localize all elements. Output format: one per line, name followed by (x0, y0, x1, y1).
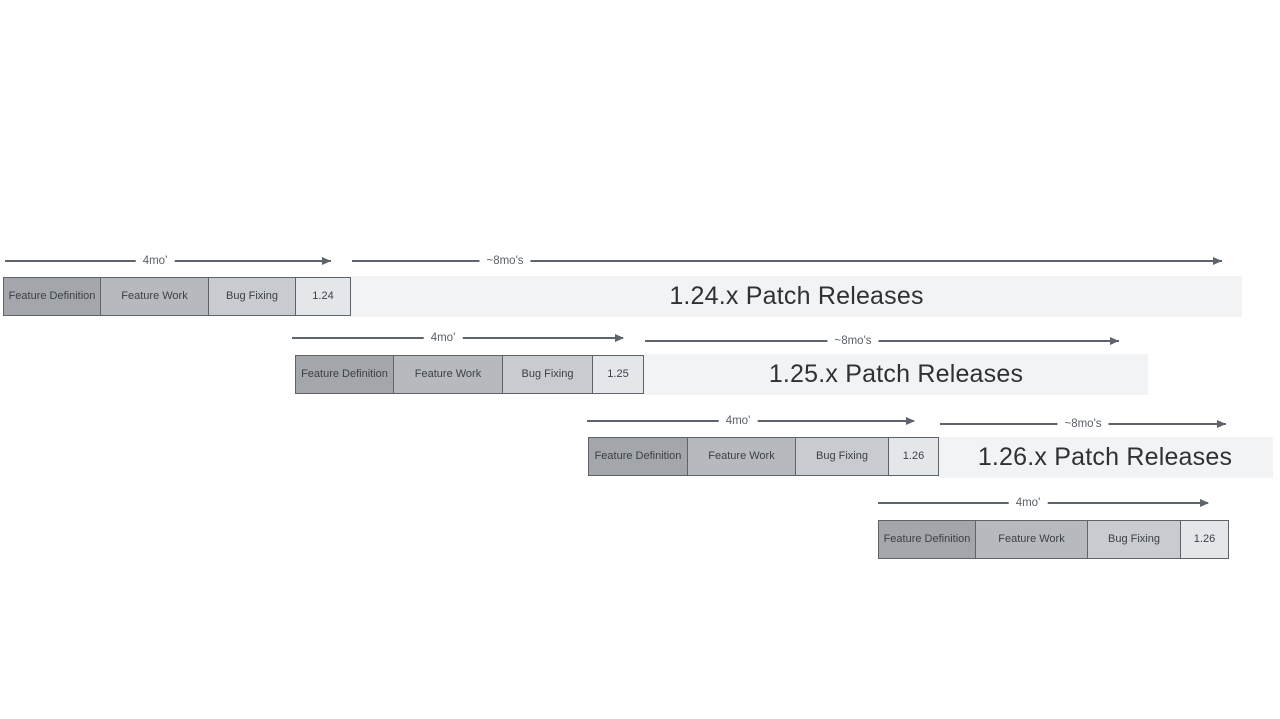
feature-definition-box: Feature Definition (3, 277, 101, 316)
patch-releases-label: 1.26.x Patch Releases (977, 443, 1233, 471)
feature-definition-box: Feature Definition (588, 437, 688, 476)
feature-work-box: Feature Work (393, 355, 503, 394)
patch-releases-band: 1.26.x Patch Releases (937, 437, 1273, 478)
feature-definition-box: Feature Definition (295, 355, 394, 394)
version-box: 1.26 (1180, 520, 1229, 559)
dev-duration-label: 4mo' (1008, 496, 1048, 510)
bug-fixing-box: Bug Fixing (795, 437, 889, 476)
arrow-head-icon (322, 257, 331, 265)
arrow-head-icon (1200, 499, 1209, 507)
version-box: 1.25 (592, 355, 644, 394)
feature-definition-box: Feature Definition (878, 520, 976, 559)
bug-fixing-box: Bug Fixing (502, 355, 593, 394)
arrow-head-icon (1217, 420, 1226, 428)
dev-duration-label: 4mo' (423, 331, 463, 345)
patch-releases-label: 1.25.x Patch Releases (768, 360, 1024, 388)
arrow-head-icon (615, 334, 624, 342)
patch-releases-band: 1.24.x Patch Releases (351, 276, 1242, 317)
version-box: 1.26 (888, 437, 939, 476)
feature-work-box: Feature Work (100, 277, 209, 316)
patch-duration-label: ~8mo's (479, 254, 531, 268)
patch-releases-label: 1.24.x Patch Releases (669, 282, 924, 310)
patch-releases-band: 1.25.x Patch Releases (644, 354, 1148, 395)
arrow-head-icon (1110, 337, 1119, 345)
feature-work-box: Feature Work (687, 437, 796, 476)
dev-duration-label: 4mo' (135, 254, 175, 268)
patch-duration-label: ~8mo's (1057, 417, 1109, 431)
arrow-head-icon (1213, 257, 1222, 265)
feature-work-box: Feature Work (975, 520, 1088, 559)
bug-fixing-box: Bug Fixing (208, 277, 296, 316)
patch-duration-arrow-line (352, 260, 1222, 262)
bug-fixing-box: Bug Fixing (1087, 520, 1181, 559)
arrow-head-icon (906, 417, 915, 425)
patch-duration-arrow-line (645, 340, 1119, 342)
patch-duration-label: ~8mo's (827, 334, 879, 348)
version-box: 1.24 (295, 277, 351, 316)
dev-duration-label: 4mo' (718, 414, 758, 428)
